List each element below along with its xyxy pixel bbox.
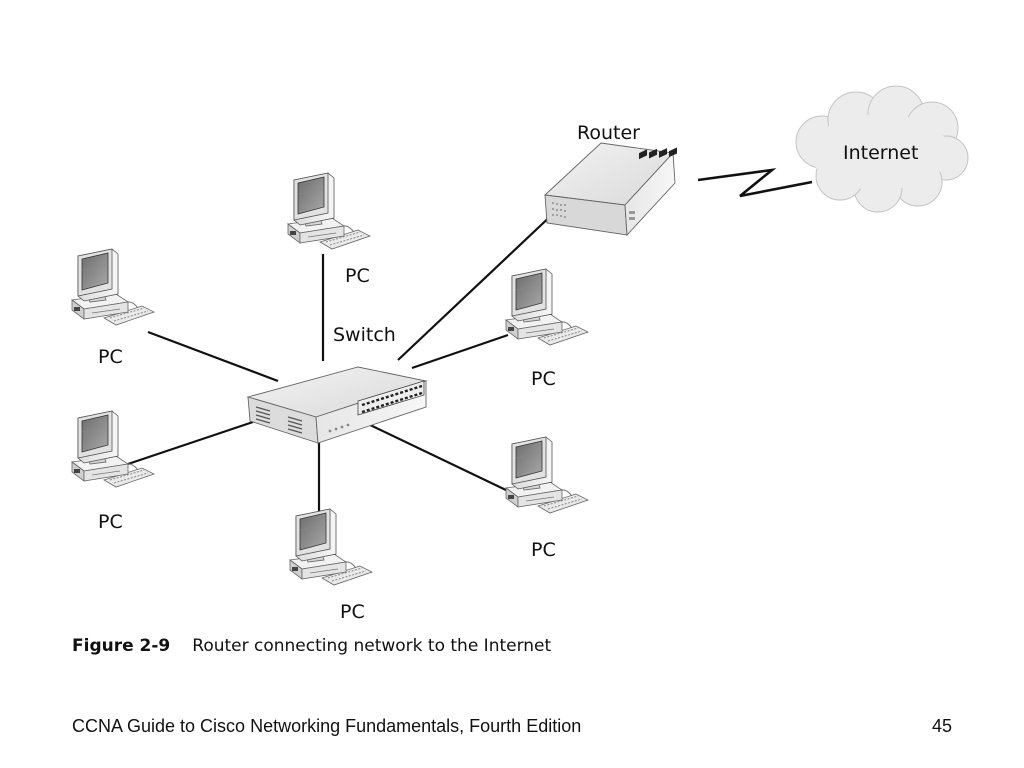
pc-icon-upper-left xyxy=(71,248,155,326)
router-label: Router xyxy=(577,122,640,144)
link-pc-upper-left-switch xyxy=(147,330,279,383)
router-icon xyxy=(544,142,678,236)
switch-icon xyxy=(246,365,428,445)
wan-link-zigzag xyxy=(697,168,813,198)
pc-label-lower-left: PC xyxy=(98,511,123,533)
internet-label: Internet xyxy=(843,142,918,164)
switch-label: Switch xyxy=(333,324,396,346)
pc-icon-upper-right xyxy=(505,268,589,346)
link-pc-upper-right-switch xyxy=(411,333,509,370)
pc-label-upper-right: PC xyxy=(531,368,556,390)
figure-number: Figure 2-9 xyxy=(72,636,171,656)
pc-icon-lower-right xyxy=(505,436,589,514)
pc-label-lower-right: PC xyxy=(531,539,556,561)
internet-cloud xyxy=(795,85,969,213)
link-switch-router xyxy=(397,210,557,361)
page-number: 45 xyxy=(932,716,953,736)
figure-caption: Figure 2-9 Router connecting network to t… xyxy=(72,636,551,656)
pc-label-upper-left: PC xyxy=(98,346,123,368)
pc-label-bottom: PC xyxy=(340,601,365,623)
pc-icon-top xyxy=(287,172,371,250)
pc-icon-bottom xyxy=(289,508,373,586)
pc-label-top: PC xyxy=(345,265,370,287)
figure-caption-text: Router connecting network to the Interne… xyxy=(192,636,552,656)
footer-book-title: CCNA Guide to Cisco Networking Fundament… xyxy=(72,716,582,736)
link-pc-lower-right-switch xyxy=(365,422,509,492)
pc-icon-lower-left xyxy=(71,410,155,488)
link-pc-lower-left-switch xyxy=(127,420,254,466)
